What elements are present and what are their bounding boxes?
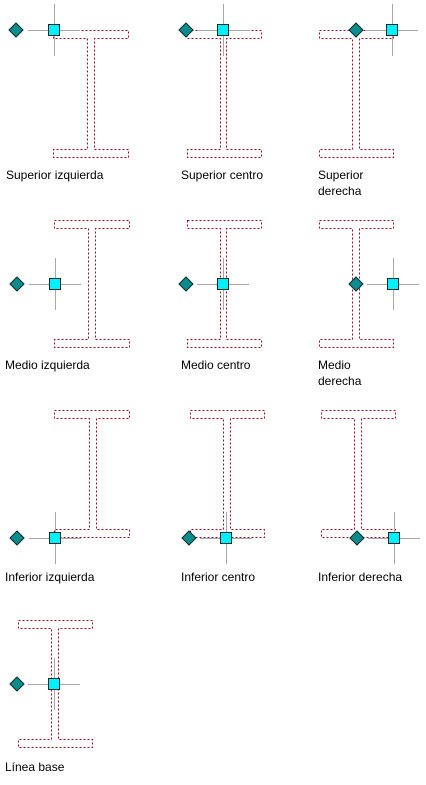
i-beam-outline <box>53 30 129 158</box>
diamond-grip-icon <box>9 676 25 692</box>
square-grip-icon <box>220 532 232 544</box>
diamond-grip-icon <box>181 530 197 546</box>
square-grip-icon <box>217 24 229 36</box>
square-grip-icon <box>48 24 60 36</box>
i-beam-outline <box>321 410 396 538</box>
i-beam-outline <box>319 220 394 348</box>
cell-label-line: Medio centro <box>181 358 251 372</box>
cell-label-line: derecha <box>318 184 362 198</box>
square-grip-icon <box>387 278 399 290</box>
i-beam-outline <box>187 30 262 158</box>
cell-superior-izquierda <box>8 4 129 158</box>
cell-label-line: Inferior izquierda <box>5 570 95 584</box>
cell-label-superior-izquierda: Superior izquierda <box>6 167 103 183</box>
cell-label-medio-derecha: Medio derecha <box>318 357 361 389</box>
diamond-grip-icon <box>348 22 364 38</box>
cell-label-inferior-centro: Inferior centro <box>181 569 255 585</box>
cell-superior-derecha <box>319 4 418 158</box>
cell-label-inferior-derecha: Inferior derecha <box>318 569 402 585</box>
diamond-grip-icon <box>349 530 365 546</box>
square-grip-icon <box>217 278 229 290</box>
diamond-grip-icon <box>348 276 364 292</box>
cell-label-medio-centro: Medio centro <box>181 357 250 373</box>
cell-label-line: Línea base <box>5 760 65 774</box>
cell-label-medio-izquierda: Medio izquierda <box>5 357 90 373</box>
cell-label-line: Medio <box>318 358 351 372</box>
diamond-grip-icon <box>8 22 24 38</box>
cell-label-linea-base: Línea base <box>5 759 64 775</box>
diamond-grip-icon <box>9 530 25 546</box>
cell-linea-base <box>9 620 93 748</box>
cell-inferior-izquierda <box>9 410 130 564</box>
cell-label-line: Medio izquierda <box>5 358 90 372</box>
diamond-grip-icon <box>178 22 194 38</box>
i-beam-outline <box>54 220 130 348</box>
cell-label-line: derecha <box>318 374 362 388</box>
i-beam-outline <box>319 30 394 158</box>
cell-medio-derecha <box>319 220 419 348</box>
square-grip-icon <box>388 532 400 544</box>
i-beam-outline <box>187 220 262 348</box>
cell-label-superior-derecha: Superior derecha <box>318 167 363 199</box>
square-grip-icon <box>49 278 61 290</box>
i-beam-outline <box>18 620 93 748</box>
cell-medio-centro <box>178 220 262 348</box>
cell-label-line: Superior izquierda <box>6 168 104 182</box>
square-grip-icon <box>49 532 61 544</box>
square-grip-icon <box>48 678 60 690</box>
i-beam-outline <box>54 410 130 538</box>
cell-label-line: Superior centro <box>181 168 264 182</box>
cell-label-superior-centro: Superior centro <box>181 167 263 183</box>
cell-label-line: Superior <box>318 168 364 182</box>
cell-inferior-centro <box>181 410 265 564</box>
diamond-grip-icon <box>9 276 25 292</box>
cell-inferior-derecha <box>321 410 420 564</box>
cell-label-line: Inferior derecha <box>318 570 403 584</box>
square-grip-icon <box>386 24 398 36</box>
diamond-grip-icon <box>178 276 194 292</box>
cell-label-line: Inferior centro <box>181 570 256 584</box>
cell-medio-izquierda <box>9 220 130 348</box>
i-beam-outline <box>190 410 265 538</box>
cell-label-inferior-izquierda: Inferior izquierda <box>5 569 94 585</box>
cell-superior-centro <box>178 4 262 158</box>
